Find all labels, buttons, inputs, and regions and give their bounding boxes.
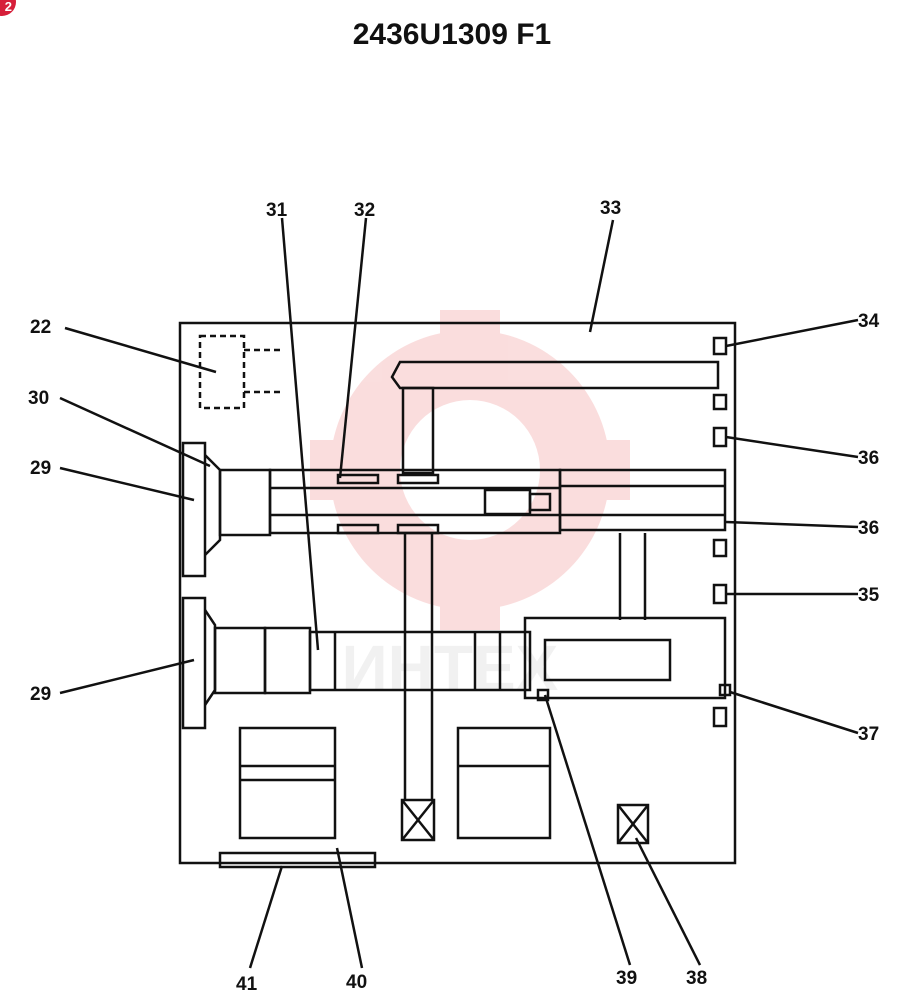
port-3 — [712, 426, 728, 448]
label-35: 35 — [858, 585, 880, 606]
label-29-lower: 29 — [30, 684, 51, 705]
watermark-text: ИНТЕХ — [342, 632, 559, 704]
label-33: 33 — [600, 198, 621, 219]
top-spool — [390, 360, 720, 390]
label-31: 31 — [266, 200, 288, 221]
port-top — [712, 336, 728, 356]
mount-flange — [218, 851, 377, 869]
left-boss — [238, 726, 337, 840]
label-36-upper: 36 — [858, 448, 879, 469]
label-38: 38 — [686, 968, 707, 989]
drawing-title: 2436U1309 F1 — [352, 18, 552, 51]
label-40: 40 — [346, 972, 367, 993]
lower-spool — [308, 630, 532, 692]
label-34: 34 — [858, 311, 880, 332]
label-37: 37 — [858, 724, 879, 745]
valve-body-drawing — [59, 217, 859, 969]
label-32: 32 — [354, 200, 375, 221]
label-36-lower: 36 — [858, 518, 879, 539]
label-22: 22 — [30, 317, 51, 338]
label-39: 39 — [616, 968, 637, 989]
label-41: 41 — [236, 974, 258, 995]
port-5 — [712, 583, 728, 605]
port-4 — [712, 538, 728, 558]
center-boss — [456, 726, 552, 840]
dashed-pilot-box — [198, 334, 246, 410]
label-29-upper: 29 — [30, 458, 51, 479]
port-6 — [712, 706, 728, 728]
label-30: 30 — [28, 388, 49, 409]
port-2 — [712, 393, 728, 411]
watermark-logo: ИНТЕХ — [310, 310, 630, 704]
upper-cap — [181, 441, 207, 578]
